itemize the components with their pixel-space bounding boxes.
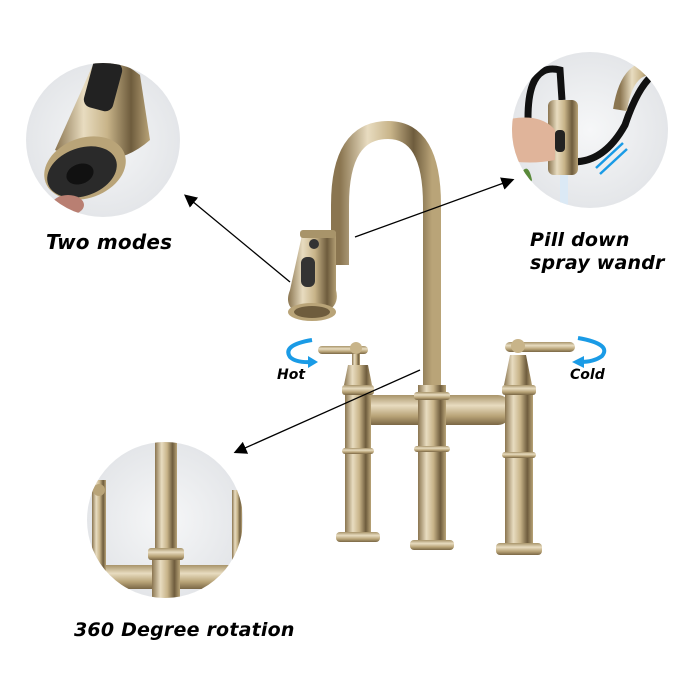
hot-label: Hot <box>277 367 306 383</box>
cold-label: Cold <box>570 367 605 383</box>
pull-down-label-line2: spray wandr <box>530 252 665 274</box>
pull-down-hose-closeup-circle <box>512 52 668 208</box>
two-modes-label: Two modes <box>46 230 173 254</box>
rotation-label: 360 Degree rotation <box>74 619 295 641</box>
pull-down-leader-arrow <box>354 177 515 238</box>
spray-head-closeup-circle <box>26 63 180 217</box>
rotation-leader-arrow <box>233 369 421 454</box>
pull-down-label-line1: Pill down <box>530 229 630 251</box>
cold-rotate-arrow-icon <box>572 336 607 368</box>
faucet-body <box>288 120 575 555</box>
base-rotation-closeup-circle <box>87 442 243 598</box>
two-modes-leader-arrow <box>183 194 291 283</box>
pull-down-label: Pill down spray wandr <box>530 229 665 275</box>
hot-rotate-arrow-icon <box>286 338 318 368</box>
